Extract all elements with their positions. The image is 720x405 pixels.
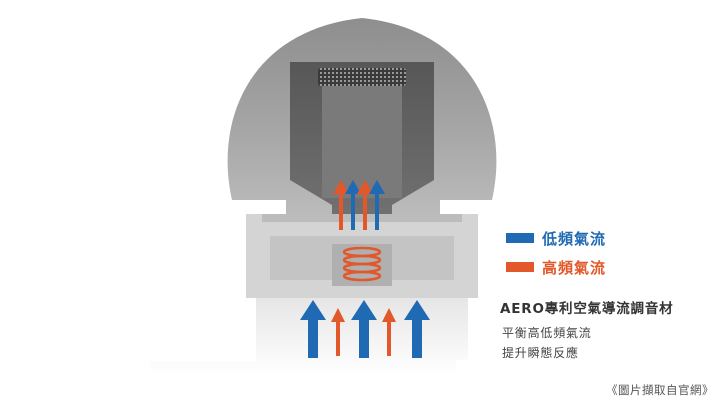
up-arrow-icon	[369, 180, 385, 230]
legend-label-high: 高頻氣流	[542, 258, 607, 277]
material-title: AERO專利空氣導流調音材	[500, 301, 674, 317]
up-arrow-icon	[331, 308, 345, 356]
nozzle-arrows	[333, 180, 385, 230]
nozzle-mesh-icon	[318, 68, 406, 86]
up-arrow-icon	[357, 180, 373, 230]
material-description-line-1: 平衡高低頻氣流	[502, 326, 592, 340]
nozzle-tube	[322, 86, 402, 198]
up-arrow-icon	[404, 300, 430, 358]
base-top-rim	[262, 214, 462, 222]
up-arrow-icon	[333, 180, 349, 230]
material-description-line-2: 提升瞬態反應	[502, 346, 579, 360]
legend-swatch-high	[506, 262, 534, 272]
up-arrow-icon	[300, 300, 326, 358]
bottom-arrows	[300, 300, 430, 358]
up-arrow-icon	[351, 300, 377, 358]
up-arrow-icon	[345, 180, 361, 230]
legend-swatch-low	[506, 233, 534, 243]
image-credit: 《圖片擷取自官網》	[606, 383, 714, 397]
up-arrow-icon	[382, 308, 396, 356]
spring-coil-icon	[342, 246, 382, 282]
legend-low-frequency: 低頻氣流	[506, 227, 606, 249]
legend-label-low: 低頻氣流	[542, 229, 607, 248]
legend-high-frequency: 高頻氣流	[506, 256, 606, 278]
